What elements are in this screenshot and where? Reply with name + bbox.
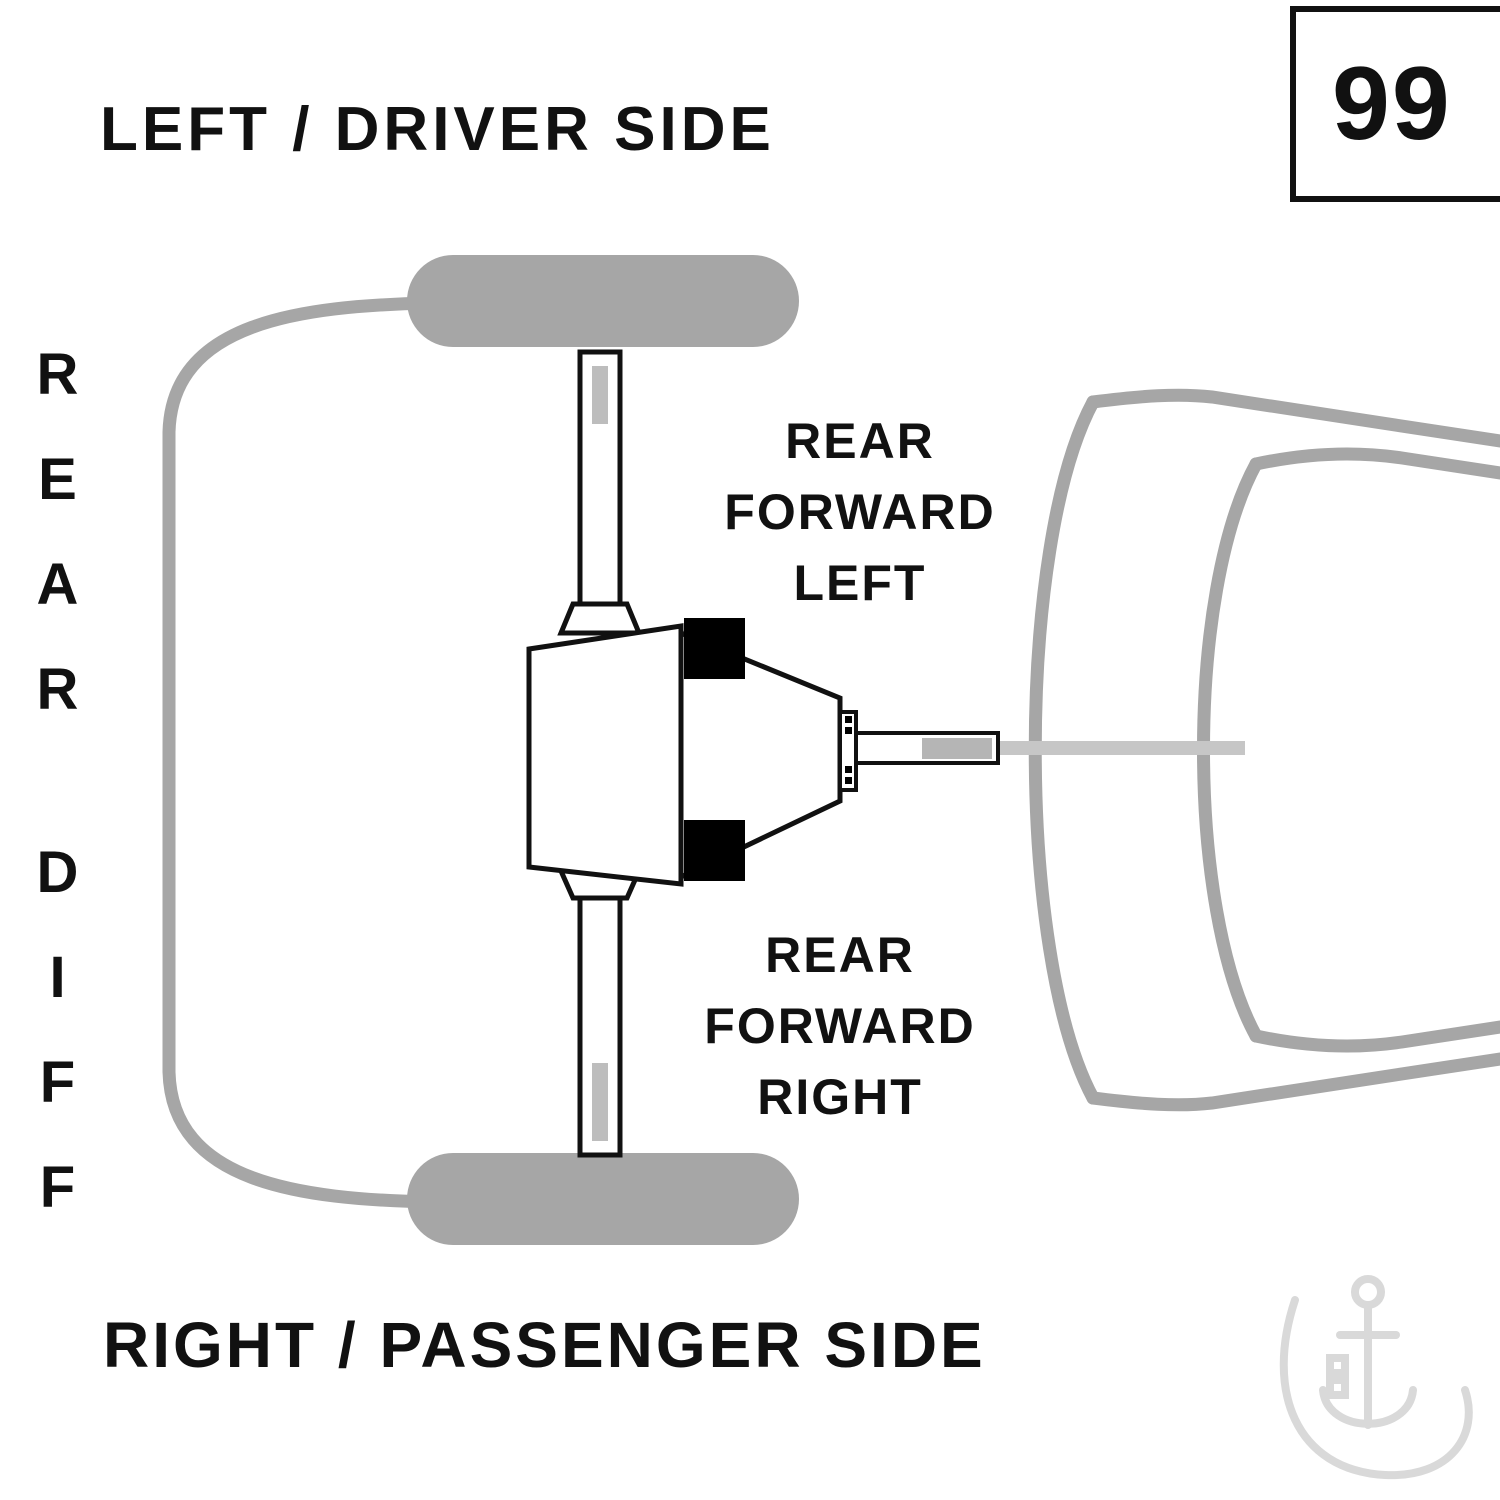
driver-side-label: LEFT / DRIVER SIDE bbox=[100, 95, 775, 164]
mount-label-rear-forward-right: REAR FORWARD RIGHT bbox=[675, 920, 1005, 1133]
anchor-icon bbox=[1279, 1275, 1473, 1480]
rear-diff-label: REAR DIFF bbox=[25, 342, 90, 1260]
tire-left bbox=[407, 255, 799, 347]
mount-label-line: REAR bbox=[765, 927, 915, 983]
mount-marker-rear-forward-left bbox=[684, 618, 745, 679]
driveshaft bbox=[854, 731, 1000, 765]
page-number: 99 bbox=[1332, 45, 1452, 162]
vertical-word-diff: DIFF bbox=[25, 840, 90, 1260]
axle-shaft-left bbox=[557, 349, 643, 636]
mount-label-line: REAR bbox=[785, 413, 935, 469]
passenger-side-label: RIGHT / PASSENGER SIDE bbox=[103, 1309, 986, 1381]
page-number-box: 99 bbox=[1290, 6, 1500, 202]
axle-shaft-right bbox=[557, 868, 643, 1158]
mount-label-rear-forward-left: REAR FORWARD LEFT bbox=[695, 406, 1025, 619]
mount-label-line: FORWARD bbox=[704, 998, 976, 1054]
differential-housing bbox=[526, 623, 858, 887]
mount-label-line: FORWARD bbox=[724, 484, 996, 540]
mount-label-line: LEFT bbox=[793, 555, 927, 611]
tire-right bbox=[407, 1153, 799, 1245]
mount-marker-rear-forward-right bbox=[684, 820, 745, 881]
vertical-word-rear: REAR bbox=[25, 342, 90, 762]
mount-label-line: RIGHT bbox=[757, 1069, 923, 1125]
body-outline-rear bbox=[162, 296, 437, 1209]
watermark-logo bbox=[1279, 1275, 1473, 1480]
